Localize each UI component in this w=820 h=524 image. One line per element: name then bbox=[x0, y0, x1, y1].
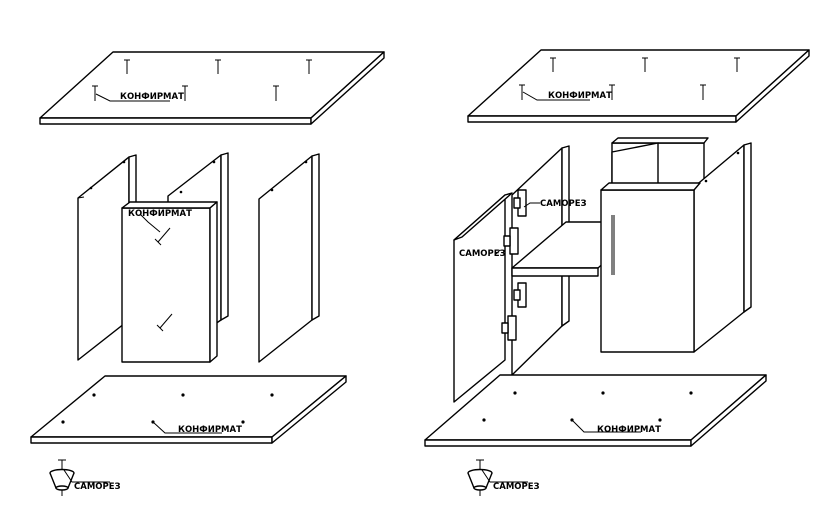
confirmat-screw-icon bbox=[550, 57, 556, 72]
confirmat-screw-icon bbox=[154, 227, 171, 246]
confirmat-screw-icon bbox=[734, 57, 740, 72]
confirmat-screw-icon bbox=[609, 84, 615, 100]
hinge-icon bbox=[513, 282, 527, 308]
left-top-board bbox=[39, 51, 385, 125]
confirmat-screw-icon bbox=[273, 85, 279, 101]
left-top-confirmat-label: КОНФИРМАТ bbox=[120, 92, 184, 102]
right-hinge-samorez-label: САМОРЕЗ bbox=[540, 199, 587, 209]
hinge-icon bbox=[513, 189, 527, 217]
right-door-samorez-label: САМОРЕЗ bbox=[459, 249, 506, 259]
right-figure-exploded-cabinet: КОНФИРМАТ bbox=[424, 49, 810, 496]
left-bottom-board bbox=[30, 375, 347, 444]
hinge-icon bbox=[503, 227, 519, 255]
right-cabinet-side bbox=[611, 142, 752, 353]
confirmat-screw-icon bbox=[306, 59, 312, 74]
left-front-panel bbox=[121, 201, 218, 363]
right-top-screws bbox=[519, 57, 740, 101]
confirmat-screw-icon bbox=[156, 313, 173, 332]
leg-foot-icon bbox=[49, 459, 110, 496]
confirmat-screw-icon bbox=[519, 84, 525, 100]
right-cabinet-door bbox=[600, 182, 701, 353]
leg-foot-icon bbox=[467, 459, 528, 496]
confirmat-screw-icon bbox=[182, 85, 188, 101]
left-samorez-label: САМОРЕЗ bbox=[74, 482, 121, 492]
confirmat-screw-icon bbox=[642, 57, 648, 72]
confirmat-screw-icon bbox=[215, 59, 221, 74]
left-top-screws bbox=[92, 59, 312, 102]
confirmat-screw-icon bbox=[124, 59, 130, 74]
right-top-board bbox=[467, 49, 810, 123]
confirmat-screw-icon bbox=[92, 85, 98, 101]
right-bottom-confirmat-label: КОНФИРМАТ bbox=[597, 425, 661, 435]
right-top-confirmat-label: КОНФИРМАТ bbox=[548, 91, 612, 101]
left-figure-exploded-frame: КОНФИРМАТ bbox=[30, 51, 385, 496]
hinge-icons bbox=[495, 189, 540, 341]
left-front-confirmat-label: КОНФИРМАТ bbox=[128, 209, 192, 219]
right-samorez-label: САМОРЕЗ bbox=[493, 482, 540, 492]
right-bottom-board bbox=[424, 374, 767, 447]
hinge-icon bbox=[501, 315, 517, 341]
left-bottom-confirmat-label: КОНФИРМАТ bbox=[178, 425, 242, 435]
confirmat-screw-icon bbox=[700, 84, 706, 100]
left-side-panel-3 bbox=[258, 153, 320, 363]
right-open-door bbox=[453, 192, 513, 403]
